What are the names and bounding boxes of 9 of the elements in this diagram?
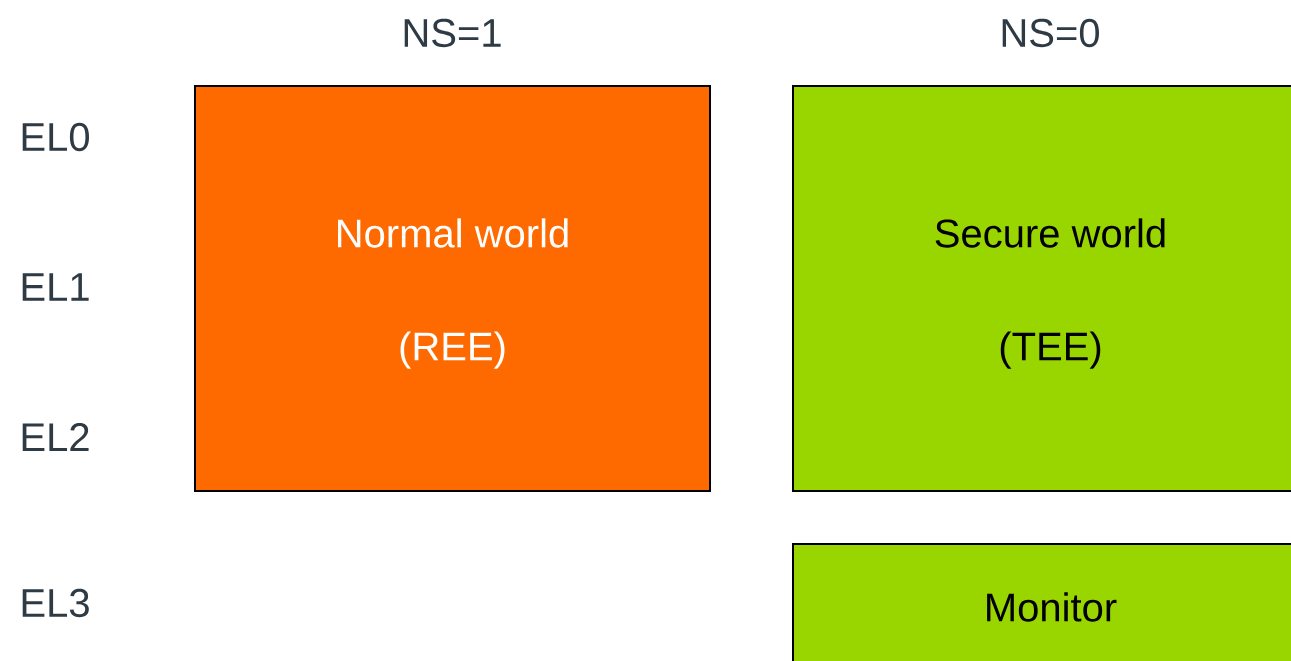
level-label: EL3 xyxy=(22,588,89,618)
world-box: Normal world (REE) xyxy=(194,85,711,492)
column-label: NS=0 xyxy=(1002,18,1099,48)
world-box: Secure world (TEE) xyxy=(792,85,1291,492)
level-label: EL2 xyxy=(22,423,89,451)
column-label: NS=1 xyxy=(404,18,501,48)
level-label: EL1 xyxy=(22,273,89,301)
level-label: EL0 xyxy=(22,122,89,152)
monitor-box: Monitor xyxy=(792,543,1291,661)
